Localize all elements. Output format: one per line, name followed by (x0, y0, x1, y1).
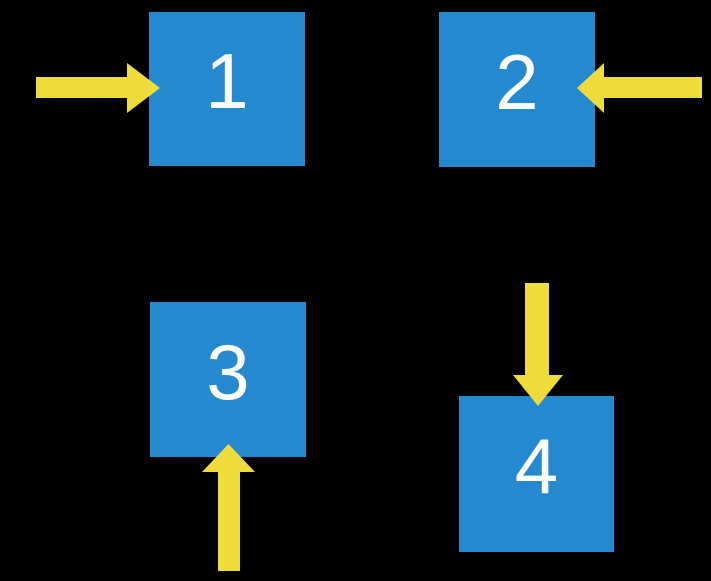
box-1-label: 1 (205, 37, 249, 125)
up-arrow-into-box-3-icon (202, 444, 255, 571)
numbered-box-2: 2 (439, 12, 595, 167)
left-arrow-into-box-2-icon (577, 63, 702, 113)
box-2-label: 2 (495, 37, 539, 126)
right-arrow-into-box-1-icon (36, 63, 160, 113)
box-3-label: 3 (206, 327, 250, 416)
down-arrow-into-box-4-icon (513, 283, 563, 406)
numbered-box-4: 4 (459, 396, 614, 552)
numbered-box-1: 1 (149, 12, 305, 166)
numbered-box-3: 3 (150, 302, 306, 457)
box-4-label: 4 (514, 422, 559, 510)
